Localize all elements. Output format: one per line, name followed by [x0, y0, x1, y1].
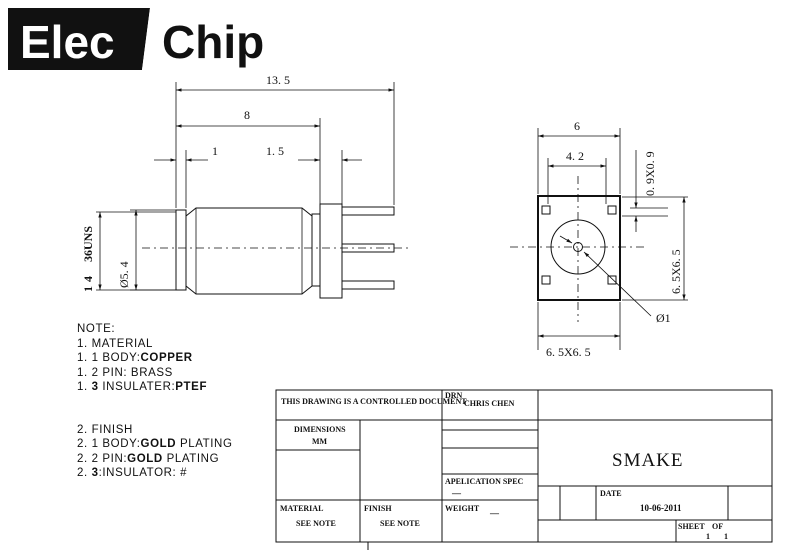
pin-square-tl [541, 205, 551, 215]
dim-overall-length: 13. 5 [266, 73, 290, 87]
application-spec-value: — [451, 488, 462, 498]
material-label: MATERIAL [280, 504, 323, 513]
notes-fin-ins-suffix: :INSULATOR: # [98, 467, 188, 479]
dimensions-label: DIMENSIONS [294, 425, 346, 434]
notes-fin-body-prefix: 2. 1 BODY: [77, 438, 141, 450]
pin-square-bl [541, 275, 551, 285]
notes-fin-pin-value: GOLD [127, 452, 163, 465]
top-view: 6 4. 2 0. 9X0. 9 6. 5X6. 5 6. 5X6. 5 Ø1 [510, 119, 688, 359]
notes-block: NOTE: 1. MATERIAL 1. 1 BODY:COPPER 1. 2 … [77, 322, 233, 481]
notes-title: NOTE: [77, 323, 116, 335]
application-spec-label: APELICATION SPEC [445, 477, 524, 486]
of-label: OF [712, 522, 723, 531]
pin-bottom [341, 280, 395, 290]
date-value: 10-06-2011 [640, 503, 682, 513]
date-label: DATE [600, 489, 622, 498]
square-base [319, 203, 343, 299]
thread-label-fraction-top: 1 [81, 286, 95, 292]
weight-value: — [489, 508, 500, 518]
sheet-number: 1 [706, 532, 710, 541]
company-name: SMAKE [612, 450, 684, 471]
notes-pin-material: 1. 2 PIN: BRASS [77, 366, 173, 379]
dim-body-diameter: Ø5. 4 [117, 261, 131, 288]
drn-label: DRN [445, 391, 463, 400]
notes-fin-body-suffix: PLATING [176, 438, 233, 450]
notes-fin-body-value: GOLD [140, 438, 177, 450]
drn-value: CHRIS CHEN [464, 399, 515, 408]
dim-center-pin: Ø1 [656, 311, 671, 325]
notes-finish-insulator: 2. 3:INSULATOR: # [77, 466, 233, 481]
body-step [311, 213, 321, 287]
weight-label: WEIGHT [445, 504, 480, 513]
notes-body-prefix: 1. 1 BODY: [77, 352, 141, 364]
dim-top-inner: 4. 2 [566, 149, 584, 163]
title-block: THIS DRAWING IS A CONTROLLED DOCUMENT DR… [275, 389, 773, 550]
dimensions-value: MM [312, 437, 328, 446]
dim-base-bottom: 6. 5X6. 5 [546, 345, 591, 359]
side-view: 13. 5 8 1 1. 5 Ø5. 4 [81, 73, 412, 299]
logo-text-right: Chip [162, 16, 264, 68]
pin-center [341, 243, 395, 253]
notes-finish-body: 2. 1 BODY:GOLD PLATING [77, 437, 233, 452]
dim-base-side: 6. 5X6. 5 [669, 249, 683, 294]
logo: Elec Chip [8, 8, 264, 70]
notes-fin-ins-prefix-2: 3 [91, 467, 99, 479]
notes-ins-prefix-1: 1. [77, 381, 92, 393]
notes-ins-value: PTEF [175, 381, 208, 393]
dim-flange-width: 1 [212, 144, 218, 158]
notes-fin-pin-suffix: PLATING [162, 452, 220, 465]
dim-body-length: 8 [244, 108, 250, 122]
thread-label-spec: 36UNS [81, 226, 95, 262]
pin-square-br [607, 275, 617, 285]
notes-fin-ins-prefix-1: 2. [77, 467, 92, 479]
dim-base-width: 1. 5 [266, 144, 284, 158]
sheet-label: SHEET [678, 522, 705, 531]
logo-text-left: Elec [20, 16, 115, 68]
title-block-frame [275, 389, 773, 543]
notes-fin-pin-prefix: 2. 2 PIN: [77, 452, 128, 465]
material-value: SEE NOTE [296, 519, 336, 528]
notes-material-heading: 1. MATERIAL [77, 337, 154, 350]
threaded-body [185, 207, 313, 295]
pin-square-tr [607, 205, 617, 215]
dim-pin-size: 0. 9X0. 9 [643, 151, 657, 196]
notes-finish-heading: 2. FINISH [77, 423, 133, 436]
notes-finish-pin: 2. 2 PIN:GOLD PLATING [77, 452, 233, 467]
base-square-outline [537, 195, 621, 301]
pin-top [341, 206, 395, 216]
dim-top-width: 6 [574, 119, 580, 133]
notes-ins-prefix-2: 3 [91, 381, 99, 393]
notes-body-material: 1. 1 BODY:COPPER [77, 351, 233, 366]
finish-label: FINISH [364, 504, 392, 513]
notes-ins-prefix-3: INSULATER: [98, 381, 176, 393]
front-flange [175, 209, 187, 291]
notes-body-value: COPPER [140, 352, 193, 364]
sheet-total: 1 [724, 532, 728, 541]
notes-insulator-material: 1. 3 INSULATER:PTEF [77, 380, 233, 395]
controlled-document-label: THIS DRAWING IS A CONTROLLED DOCUMENT [281, 397, 467, 406]
thread-label-fraction-bottom: 4 [81, 276, 95, 282]
finish-value: SEE NOTE [380, 519, 420, 528]
logo-black-block [8, 8, 150, 70]
